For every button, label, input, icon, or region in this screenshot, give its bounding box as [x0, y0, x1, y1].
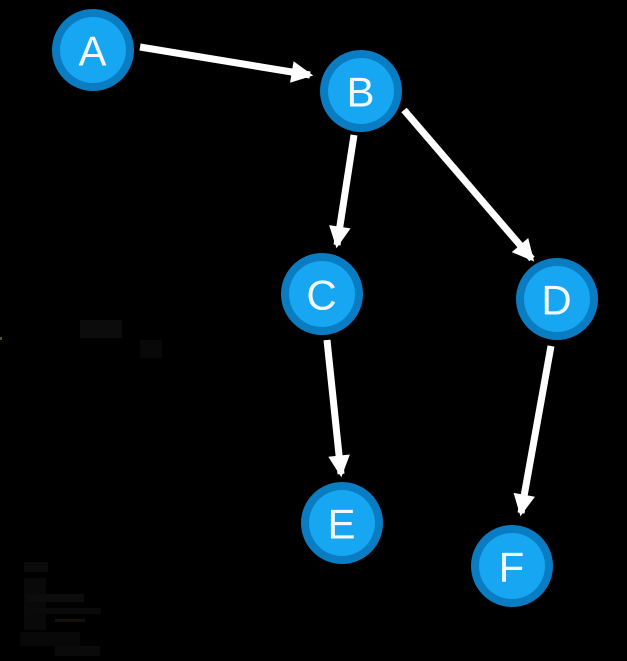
node-F[interactable]: F [471, 525, 553, 607]
node-B-fill [328, 58, 394, 124]
node-A-label: A [78, 27, 107, 74]
node-F-label: F [499, 543, 526, 590]
node-A[interactable]: A [52, 9, 134, 91]
nodes-layer: A B C D E F [52, 9, 598, 607]
node-E[interactable]: E [301, 482, 383, 564]
node-D-fill [524, 266, 590, 332]
node-E-label: E [327, 500, 356, 547]
node-A-fill [60, 17, 126, 83]
edge-B-D [401, 107, 535, 262]
node-F-fill [479, 533, 545, 599]
edge-A-B [139, 43, 314, 83]
node-C-fill [289, 261, 355, 327]
node-C-label: C [306, 271, 337, 318]
node-E-fill [309, 490, 375, 556]
edge-D-F [513, 345, 555, 517]
node-D-label: D [541, 276, 572, 323]
edge-B-C [329, 134, 358, 249]
node-C[interactable]: C [281, 253, 363, 335]
node-B-label: B [346, 68, 375, 115]
background-artifacts [0, 320, 162, 656]
edges-layer [139, 43, 555, 517]
node-D[interactable]: D [516, 258, 598, 340]
edge-C-E [323, 339, 350, 478]
node-B[interactable]: B [320, 50, 402, 132]
